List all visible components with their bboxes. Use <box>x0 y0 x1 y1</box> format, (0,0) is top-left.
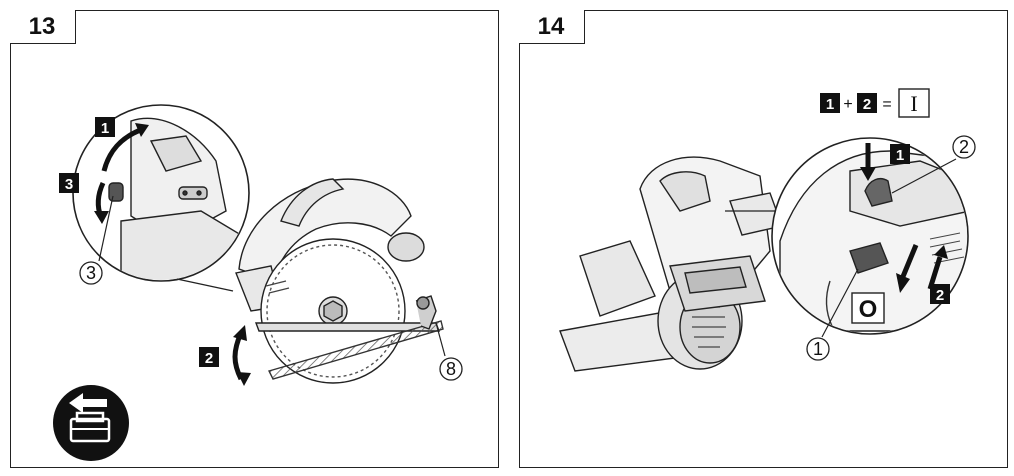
part-1-label: 1 <box>813 339 823 359</box>
part-8-circle <box>439 357 463 381</box>
step-1-box <box>890 144 910 164</box>
figure-14-panel: 14 1 + 2 = I <box>518 9 1008 468</box>
part-3-circle <box>79 261 103 285</box>
step-3-box <box>59 173 79 193</box>
step-2-label: 2 <box>205 350 213 367</box>
on-symbol-box <box>898 88 930 118</box>
battery-removal-icon <box>53 385 129 461</box>
step-3-label: 3 <box>65 176 73 193</box>
figure-number: 14 <box>537 12 565 40</box>
part-2-label: 2 <box>959 137 969 157</box>
part-2-circle <box>952 135 976 159</box>
circular-saw-drawing <box>235 178 444 384</box>
equation-box-2 <box>857 93 877 113</box>
off-symbol: O <box>859 296 878 323</box>
figure-13-illustration: 1 3 2 3 8 <box>53 104 463 461</box>
part-8-label: 8 <box>446 359 456 379</box>
equation-term-2: 2 <box>863 96 871 113</box>
figure-number-tab: 13 <box>9 9 76 44</box>
figure-number: 13 <box>28 12 56 40</box>
figure-number-tab: 14 <box>518 9 585 44</box>
off-symbol-box <box>851 292 885 324</box>
step-1-label: 1 <box>101 120 109 137</box>
step-1-box <box>95 117 115 137</box>
equation-plus: + <box>843 96 852 113</box>
switch-detail-circle <box>771 137 969 335</box>
step-1-label: 1 <box>896 147 904 164</box>
step-2-label: 2 <box>936 287 944 304</box>
part-3-label: 3 <box>86 263 96 283</box>
figure-13-panel: 13 <box>9 9 499 468</box>
circular-saw-rear-drawing <box>559 156 783 372</box>
part-1-circle <box>806 337 830 361</box>
step-2-box <box>930 284 950 304</box>
equation-equals: = <box>882 96 891 113</box>
step-2-box <box>199 347 219 367</box>
figure-14-illustration: 1 + 2 = I <box>559 88 976 372</box>
equation-term-1: 1 <box>826 96 834 113</box>
equation-box-1 <box>820 93 840 113</box>
on-symbol: I <box>910 91 917 116</box>
